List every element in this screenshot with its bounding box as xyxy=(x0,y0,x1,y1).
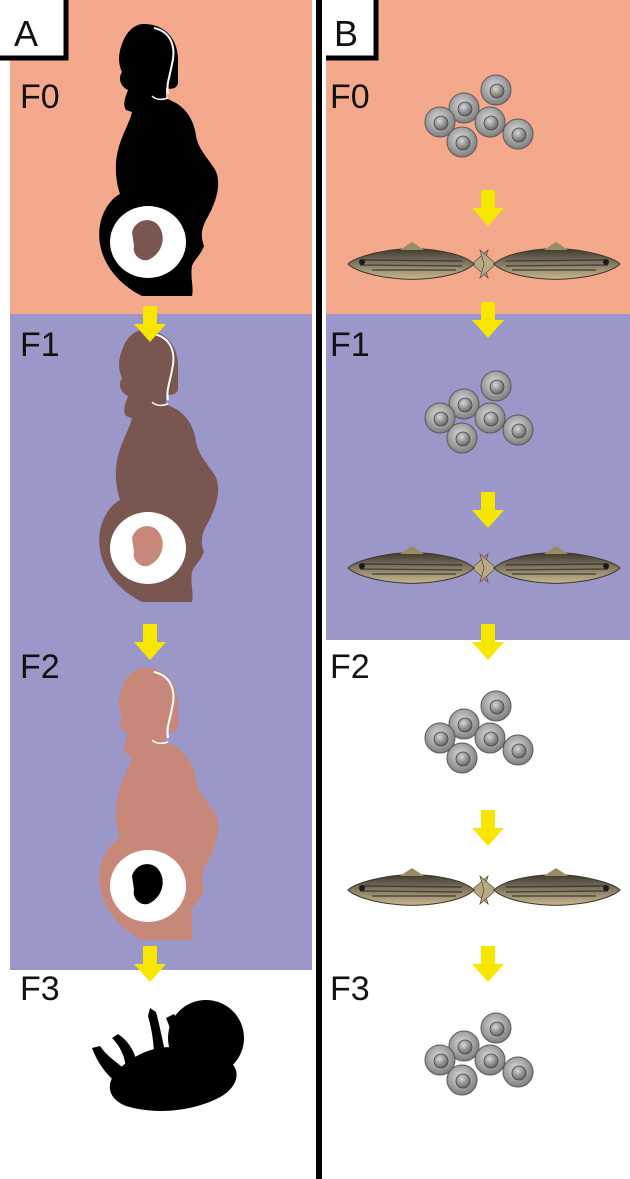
panel-divider xyxy=(316,0,322,1179)
down-arrow-icon xyxy=(472,946,504,982)
gen-label-b-f3: F3 xyxy=(330,970,370,1008)
panel-label-b: B xyxy=(326,0,376,58)
band-b-f1 xyxy=(326,314,630,640)
gen-label-b-f1: F1 xyxy=(330,326,370,364)
gen-label-a-f3: F3 xyxy=(20,970,60,1008)
down-arrow-icon xyxy=(472,810,504,846)
panel-label-a: A xyxy=(0,0,66,58)
svg-text:A: A xyxy=(14,13,38,54)
egg-cluster-icon xyxy=(425,691,533,773)
gen-label-a-f0: F0 xyxy=(20,78,60,116)
gen-label-a-f2: F2 xyxy=(20,648,60,686)
gen-label-b-f0: F0 xyxy=(330,78,370,116)
zebrafish-icon xyxy=(480,868,620,905)
gen-label-a-f1: F1 xyxy=(20,326,60,364)
egg-cluster-icon xyxy=(425,1013,533,1095)
zebrafish-icon xyxy=(348,868,488,905)
gen-label-b-f2: F2 xyxy=(330,648,370,686)
svg-text:B: B xyxy=(334,13,358,54)
infant-silhouette-icon xyxy=(92,1000,244,1111)
